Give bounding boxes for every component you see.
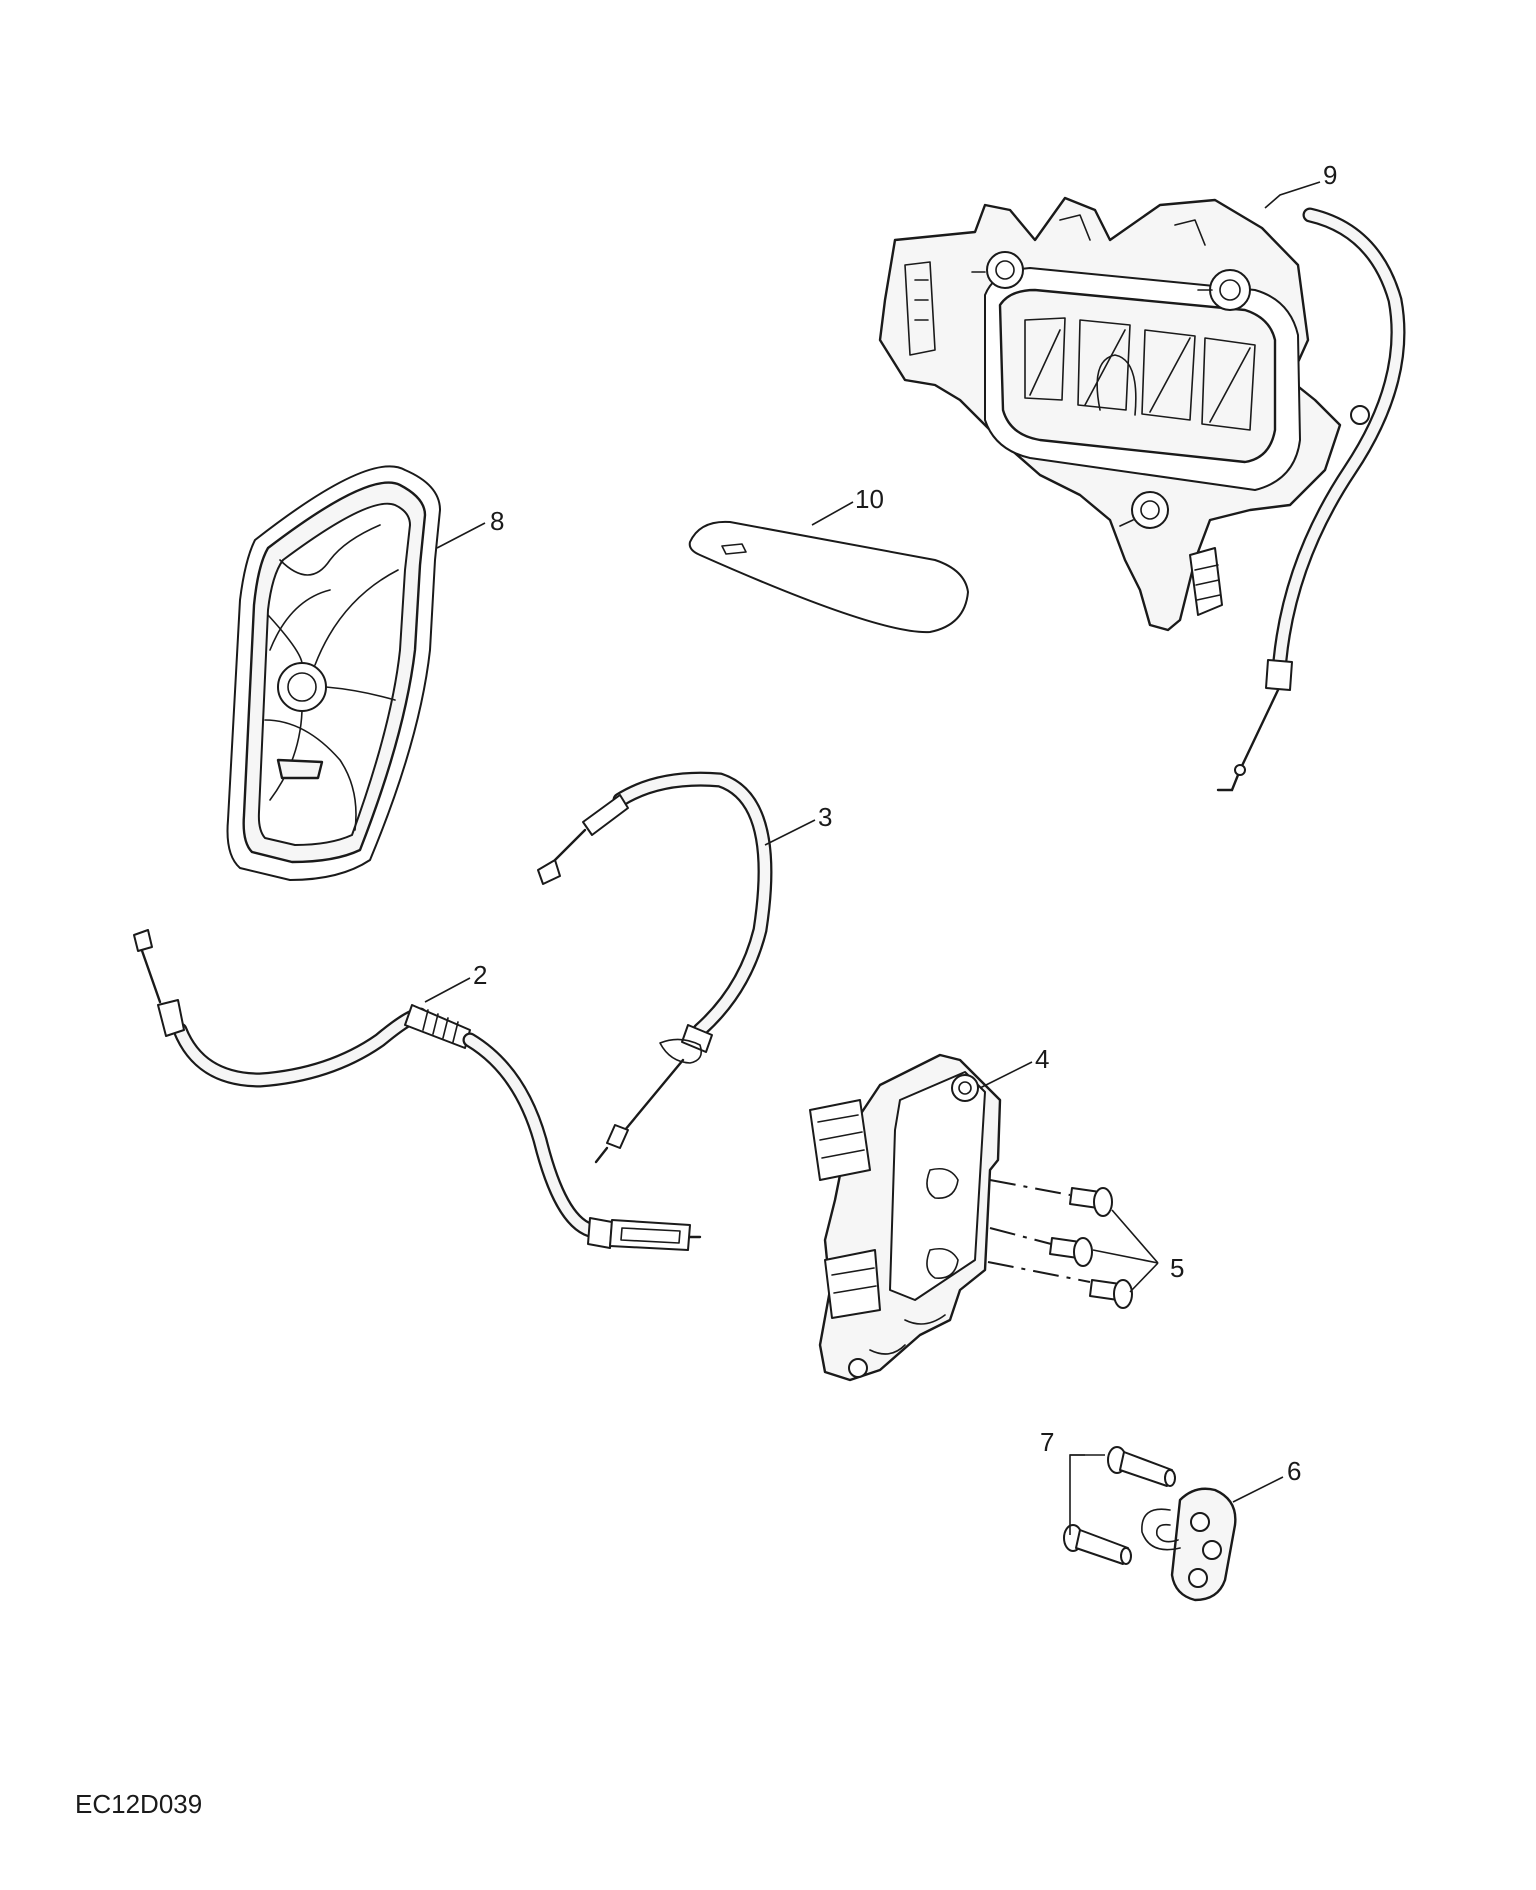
callout-3: 3	[818, 802, 832, 832]
part-3-release-cable[interactable]	[537, 771, 773, 1164]
callout-5: 5	[1170, 1253, 1184, 1283]
callout-7: 7	[1040, 1427, 1054, 1457]
callouts: 9 10 8 3 2 4 5 7 6	[473, 160, 1337, 1486]
part-8-seal[interactable]	[226, 465, 441, 881]
screw-5a[interactable]	[1069, 1187, 1113, 1217]
part-6-striker[interactable]	[1141, 1487, 1237, 1602]
callout-4: 4	[1035, 1044, 1049, 1074]
screw-5b[interactable]	[1049, 1237, 1093, 1267]
bolt-7a[interactable]	[1107, 1446, 1176, 1487]
callout-6: 6	[1287, 1456, 1301, 1486]
callout-8: 8	[490, 506, 504, 536]
bolt-7b[interactable]	[1063, 1524, 1132, 1565]
part-10-handle-gasket[interactable]	[688, 520, 969, 634]
part-2-release-cable[interactable]	[133, 929, 702, 1251]
screw-5c[interactable]	[1089, 1279, 1133, 1309]
part-4-door-latch[interactable]	[809, 1053, 1002, 1382]
diagram-reference-code: EC12D039	[75, 1789, 202, 1819]
part-5-screws[interactable]	[987, 1179, 1133, 1309]
leader-lines	[424, 181, 1321, 1535]
part-7-bolts[interactable]	[1063, 1446, 1176, 1565]
part-9-handle-carrier[interactable]	[878, 196, 1406, 792]
callout-10: 10	[855, 484, 884, 514]
callout-2: 2	[473, 960, 487, 990]
callout-9: 9	[1323, 160, 1337, 190]
